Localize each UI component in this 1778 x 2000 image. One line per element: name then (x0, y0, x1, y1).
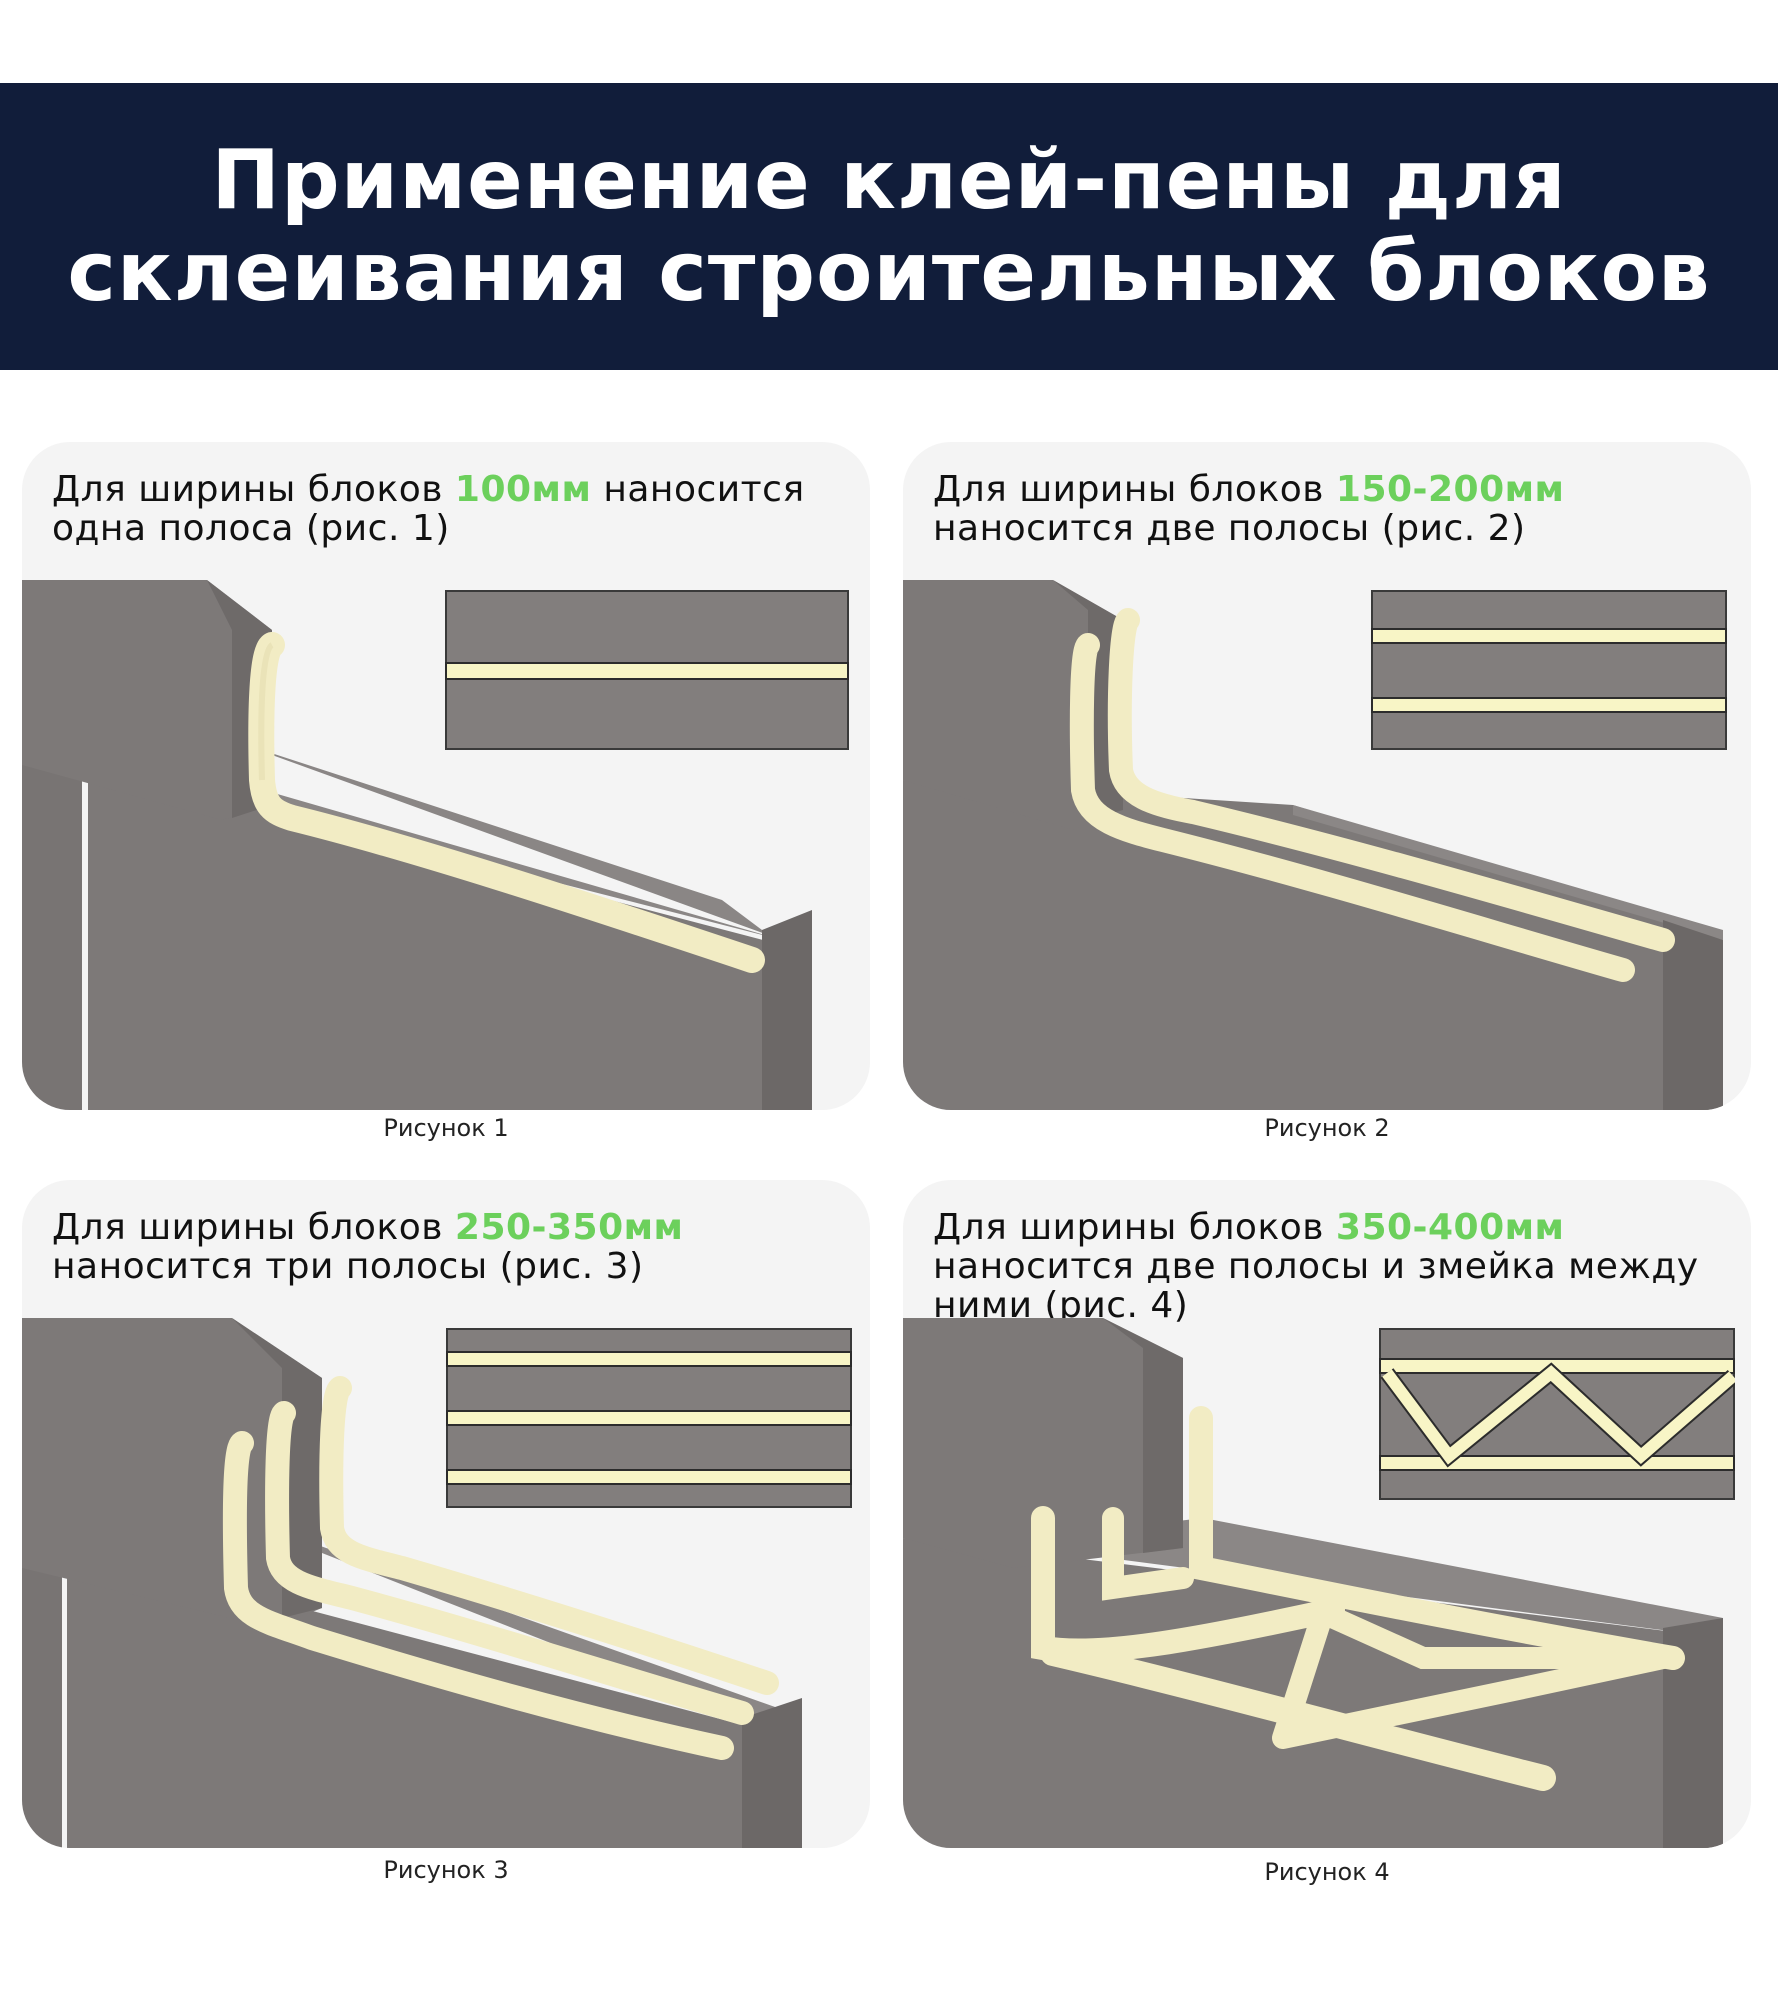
panel-1-description: Для ширины блоков 100мм наносится одна п… (52, 469, 805, 549)
panel-1-width-highlight: 100мм (454, 469, 592, 510)
header-banner: Применение клей-пены для склеивания стро… (0, 83, 1778, 370)
panel-2-block-illustration (903, 580, 1723, 1110)
panel-1-card: Для ширины блоков 100мм наносится одна п… (22, 442, 870, 1110)
panel-2-stripe-diagram (1371, 590, 1727, 750)
panel-3-block-illustration (22, 1318, 802, 1848)
page-title-line-1: Применение клей-пены для (211, 132, 1567, 228)
panel-4-block-illustration (903, 1318, 1723, 1848)
panel-2-caption: Рисунок 2 (1264, 1114, 1390, 1142)
panel-3-stripe-diagram (446, 1328, 852, 1508)
panel-4-card: Для ширины блоков 350-400мм наносится дв… (903, 1180, 1751, 1848)
panel-4-width-highlight: 350-400мм (1335, 1207, 1565, 1248)
panel-1-stripe-diagram (445, 590, 849, 750)
panel-2-card: Для ширины блоков 150-200мм наносится дв… (903, 442, 1751, 1110)
panel-3-card: Для ширины блоков 250-350мм наносится тр… (22, 1180, 870, 1848)
panel-1-block-illustration (22, 580, 812, 1110)
panel-4-caption: Рисунок 4 (1264, 1858, 1390, 1886)
panel-1-caption: Рисунок 1 (383, 1114, 509, 1142)
panel-4-zigzag-diagram (1379, 1328, 1735, 1500)
panel-3-description: Для ширины блоков 250-350мм наносится тр… (52, 1207, 684, 1287)
page-title-line-2: склеивания строительных блоков (67, 224, 1711, 320)
panel-3-caption: Рисунок 3 (383, 1856, 509, 1884)
panel-3-width-highlight: 250-350мм (454, 1207, 684, 1248)
panel-4-description: Для ширины блоков 350-400мм наносится дв… (933, 1207, 1699, 1326)
panel-2-width-highlight: 150-200мм (1335, 469, 1565, 510)
panel-2-description: Для ширины блоков 150-200мм наносится дв… (933, 469, 1565, 549)
